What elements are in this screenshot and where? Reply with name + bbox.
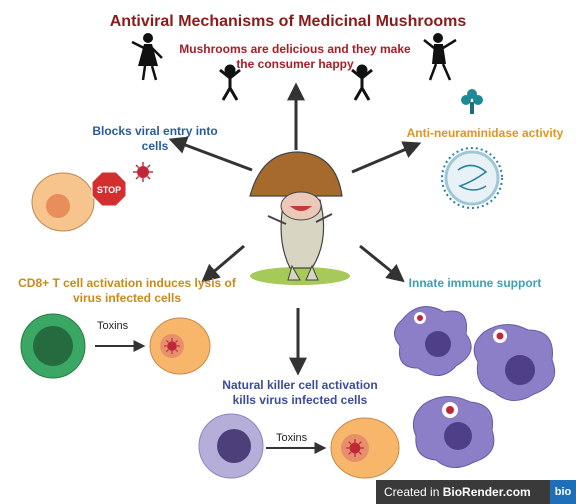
stop-sign-icon [91, 171, 127, 207]
virus-icon [132, 161, 154, 183]
label-nk: Natural killer cell activation kills vir… [222, 378, 378, 407]
infected-cell [330, 417, 400, 479]
neuraminidase-icon [461, 89, 483, 114]
page-title: Antiviral Mechanisms of Medicinal Mushro… [109, 13, 467, 30]
dancing-figure-icon [423, 33, 457, 81]
dancing-figure-icon [351, 64, 373, 101]
cell-icon [31, 172, 95, 232]
subtitle: Mushrooms are delicious and they make th… [179, 42, 411, 71]
biorender-badge[interactable]: Created in BioRender.com bio [376, 480, 576, 504]
macrophage [394, 306, 472, 376]
macrophage [412, 396, 495, 468]
nk-cell [198, 413, 264, 479]
arrows [95, 82, 422, 454]
label-toxins: Toxins [276, 432, 308, 444]
infected-cell [149, 317, 211, 375]
label-cd8: CD8+ T cell activation induces lysis of … [18, 276, 236, 305]
badge-text: Created in BioRender.com [384, 485, 531, 499]
badge-prefix: Created in [384, 485, 443, 499]
label-innate: Innate immune support [408, 276, 542, 290]
bio-logo-icon: bio [550, 480, 576, 504]
badge-brand: BioRender.com [442, 485, 531, 499]
macrophage [473, 324, 556, 401]
dancing-figure-icon [219, 64, 241, 101]
label-toxins: Toxins [97, 320, 129, 332]
t-cell [20, 313, 86, 379]
dancing-figure-icon [131, 33, 163, 81]
label-blocks-entry: Blocks viral entry into cells [92, 124, 218, 153]
label-anti-neuraminidase: Anti-neuraminidase activity [406, 126, 564, 140]
stop-sign-label: STOP [97, 185, 121, 195]
virus-icon [441, 147, 503, 209]
mushroom-character [249, 151, 350, 285]
